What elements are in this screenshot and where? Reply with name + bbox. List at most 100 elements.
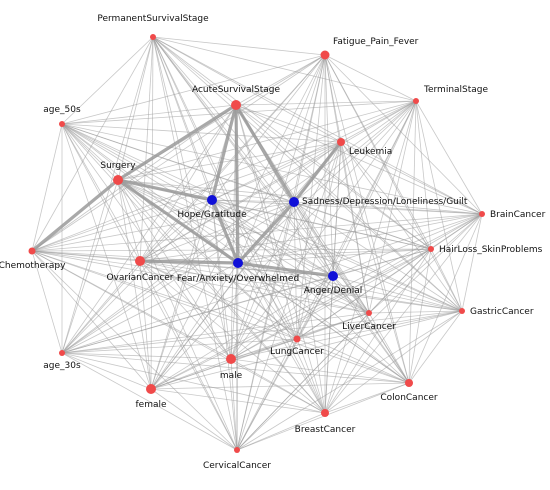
edge-permanentsurvivalstage-cervicalcancer — [152, 36, 238, 451]
edge-terminalstage-age-30s — [61, 100, 417, 354]
node-braincancer[interactable] — [479, 211, 485, 217]
node-fear[interactable] — [233, 258, 243, 268]
edge-surgery-chemotherapy — [30, 178, 120, 253]
edge-braincancer-age-30s — [61, 213, 483, 354]
node-sadness[interactable] — [289, 197, 299, 207]
edge-hairloss-coloncancer — [408, 248, 432, 384]
edge-braincancer-chemotherapy — [31, 213, 483, 252]
node-gastriccancer[interactable] — [459, 308, 465, 314]
edge-permanentsurvivalstage-lungcancer — [152, 36, 298, 340]
edge-hairloss-lungcancer — [296, 248, 432, 340]
edge-fatigue-pain-fever-acutesurvivalstage — [235, 54, 326, 106]
node-ovariancancer[interactable] — [135, 256, 145, 266]
node-label-acutesurvivalstage: AcuteSurvivalStage — [192, 85, 280, 95]
edge-acutesurvivalstage-livercancer — [235, 104, 370, 314]
edge-braincancer-anger — [332, 213, 483, 277]
edge-braincancer-ovariancancer — [139, 213, 483, 262]
edge-hope-cervicalcancer — [211, 199, 238, 451]
node-hope[interactable] — [207, 195, 217, 205]
node-terminalstage[interactable] — [413, 98, 419, 104]
edge-fatigue-pain-fever-fear — [237, 54, 326, 264]
edge-anger-female — [150, 275, 334, 390]
edge-anger-male — [230, 275, 334, 360]
node-coloncancer[interactable] — [405, 379, 413, 387]
edge-livercancer-breastcancer — [324, 312, 370, 414]
edge-sadness-ovariancancer — [139, 201, 295, 262]
edge-age-50s-gastriccancer — [61, 123, 463, 312]
edge-age-30s-breastcancer — [61, 352, 326, 414]
edge-permanentsurvivalstage-anger — [152, 36, 334, 277]
node-fatigue-pain-fever[interactable] — [320, 50, 330, 60]
edge-age-50s-surgery — [61, 123, 119, 181]
edge-age-30s-female — [61, 352, 152, 390]
edge-hope-breastcancer — [211, 199, 326, 414]
node-livercancer[interactable] — [366, 310, 372, 316]
edge-braincancer-coloncancer — [408, 213, 483, 384]
node-label-age-30s: age_30s — [43, 361, 81, 371]
node-breastcancer[interactable] — [321, 409, 329, 417]
edge-chemotherapy-gastriccancer — [31, 250, 463, 312]
node-hairloss[interactable] — [428, 246, 434, 252]
edge-permanentsurvivalstage-chemotherapy — [31, 36, 154, 252]
node-cervicalcancer[interactable] — [234, 447, 240, 453]
edge-age-50s-leukemia — [61, 123, 342, 143]
edge-permanentsurvivalstage-age-30s — [61, 36, 154, 354]
edge-ovariancancer-coloncancer — [139, 260, 410, 384]
edge-acutesurvivalstage-terminalstage — [235, 100, 417, 106]
edge-terminalstage-breastcancer — [324, 100, 417, 414]
node-label-terminalstage: TerminalStage — [423, 85, 489, 95]
edge-leukemia-hairloss — [340, 141, 432, 250]
edge-fear-breastcancer — [237, 262, 326, 414]
edge-fatigue-pain-fever-age-30s — [61, 54, 326, 354]
edge-acutesurvivalstage-gastriccancer — [235, 104, 463, 312]
node-acutesurvivalstage[interactable] — [231, 100, 241, 110]
edge-braincancer-livercancer — [368, 213, 483, 314]
edge-anger-age-30s — [61, 275, 334, 354]
edge-breastcancer-cervicalcancer — [236, 412, 326, 451]
edge-livercancer-age-30s — [61, 312, 370, 354]
node-age-50s[interactable] — [59, 121, 65, 127]
edge-surgery-age-30s — [61, 179, 119, 354]
edge-hairloss-gastriccancer — [430, 248, 463, 312]
edge-chemotherapy-female — [31, 250, 152, 390]
edge-hope-ovariancancer — [139, 199, 213, 262]
edge-age-50s-fear — [61, 123, 239, 264]
edge-ovariancancer-fear — [139, 259, 239, 265]
edge-leukemia-coloncancer — [340, 141, 410, 384]
edge-age-30s-coloncancer — [61, 352, 410, 384]
node-female[interactable] — [146, 384, 156, 394]
edge-acutesurvivalstage-braincancer — [235, 104, 483, 215]
node-lungcancer[interactable] — [293, 335, 301, 343]
edge-livercancer-coloncancer — [368, 312, 410, 384]
edge-fatigue-pain-fever-male — [230, 54, 326, 360]
node-age-30s[interactable] — [59, 350, 65, 356]
edge-livercancer-cervicalcancer — [236, 312, 370, 451]
edge-lungcancer-coloncancer — [296, 338, 410, 384]
edge-sadness-chemotherapy — [31, 201, 295, 252]
edge-terminalstage-braincancer — [415, 100, 483, 215]
edge-female-breastcancer — [150, 388, 326, 414]
node-label-cervicalcancer: CervicalCancer — [203, 461, 271, 471]
node-chemotherapy[interactable] — [28, 247, 36, 255]
node-label-fear: Fear/Anxiety/Overwhelmed — [177, 274, 299, 284]
edge-coloncancer-female — [150, 382, 410, 390]
node-anger[interactable] — [328, 271, 338, 281]
edge-fear-lungcancer — [237, 262, 298, 340]
edge-acutesurvivalstage-hope — [210, 104, 238, 201]
node-permanentsurvivalstage[interactable] — [150, 34, 156, 40]
edge-hairloss-female — [150, 248, 432, 390]
edge-hope-chemotherapy — [31, 199, 213, 252]
node-male[interactable] — [226, 354, 236, 364]
edge-leukemia-age-30s — [61, 141, 342, 354]
edge-gastriccancer-breastcancer — [324, 310, 463, 414]
edge-permanentsurvivalstage-braincancer — [152, 36, 483, 215]
node-layer: PermanentSurvivalStageFatigue_Pain_Fever… — [0, 14, 546, 471]
node-leukemia[interactable] — [337, 138, 345, 146]
edge-surgery-braincancer — [117, 179, 483, 215]
edge-permanentsurvivalstage-female — [150, 36, 154, 390]
node-surgery[interactable] — [113, 175, 123, 185]
edge-ovariancancer-anger — [139, 260, 334, 277]
edge-sadness-braincancer — [293, 201, 483, 215]
edge-terminalstage-livercancer — [368, 100, 417, 314]
edge-age-50s-anger — [61, 123, 334, 277]
